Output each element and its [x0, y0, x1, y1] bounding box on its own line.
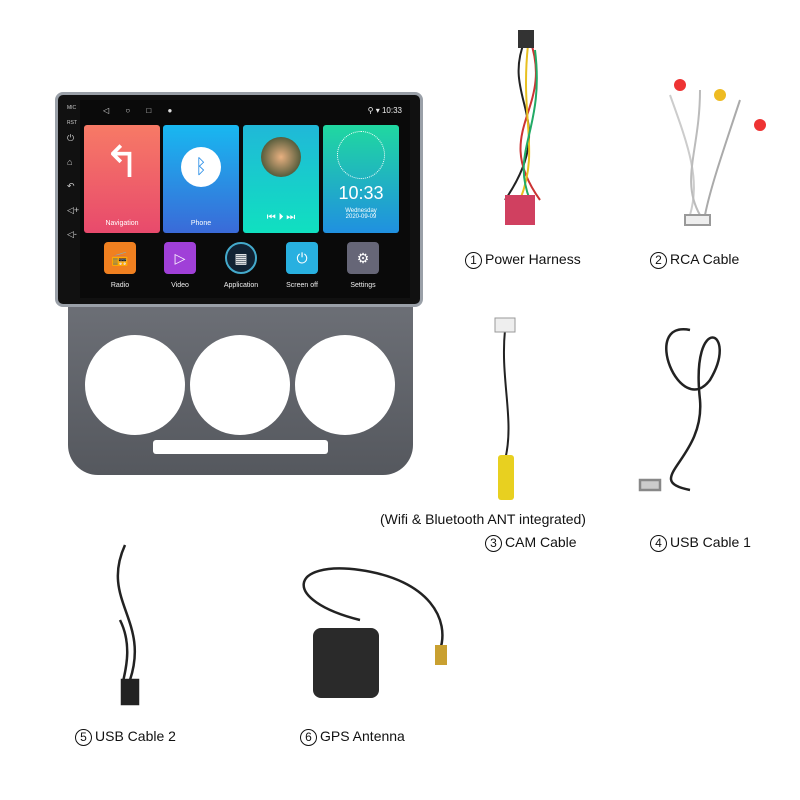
- panel-slot: [153, 440, 328, 454]
- cam-cable-note: (Wifi & Bluetooth ANT integrated): [380, 511, 586, 527]
- mic-label: MIC: [67, 105, 77, 111]
- rst-label: RST: [67, 120, 77, 126]
- volume-up-icon[interactable]: ◁+: [67, 205, 80, 215]
- clock-date: 2020-09-09: [345, 214, 377, 220]
- app-label: Application: [223, 282, 259, 289]
- cam-cable-image: [494, 317, 516, 500]
- nav-bar-icons[interactable]: ◁ ○ □ ●: [103, 106, 173, 115]
- rca-cable-image: [669, 79, 766, 226]
- screen-off-icon[interactable]: ⏻: [286, 242, 318, 274]
- album-art: [261, 137, 301, 177]
- application-icon[interactable]: ▦: [225, 242, 257, 274]
- playback-controls[interactable]: ⏮ ⏵ ⏭: [266, 212, 296, 223]
- tile-phone[interactable]: ᛒ Phone: [163, 125, 239, 233]
- vent-hole: [295, 335, 395, 435]
- radio-icon[interactable]: 📻: [104, 242, 136, 274]
- tile-navigation[interactable]: ↰ Navigation: [84, 125, 160, 233]
- power-harness-image: [504, 30, 541, 225]
- status-time: 10:33: [381, 106, 402, 115]
- tile-label: Navigation: [105, 220, 139, 227]
- tile-music[interactable]: ⏮ ⏵ ⏭: [243, 125, 319, 233]
- volume-down-icon[interactable]: ◁-: [67, 229, 77, 239]
- app-label: Screen off: [286, 282, 318, 289]
- settings-icon[interactable]: ⚙: [347, 242, 379, 274]
- location-wifi-icon: ⚲ ▾: [367, 106, 382, 115]
- back-icon[interactable]: ↶: [67, 181, 75, 191]
- tile-label: Phone: [190, 220, 212, 227]
- power-icon[interactable]: ⏻: [67, 133, 75, 143]
- usb-cable-2-image: [116, 544, 140, 706]
- gps-antenna-image: [302, 567, 447, 698]
- dash-panel: [68, 290, 413, 475]
- app-label: Settings: [350, 282, 376, 289]
- home-icon[interactable]: ⌂: [67, 157, 73, 167]
- usb-cable-1-image: [638, 328, 721, 492]
- vent-hole: [190, 335, 290, 435]
- bluetooth-icon: ᛒ: [181, 147, 221, 187]
- clock-day: Wednesday: [345, 208, 377, 214]
- app-label: Video: [171, 282, 189, 289]
- app-label: Radio: [110, 282, 130, 289]
- vent-hole: [85, 335, 185, 435]
- video-icon[interactable]: ▷: [164, 242, 196, 274]
- tile-clock[interactable]: 10:33 Wednesday 2020-09-09: [323, 125, 399, 233]
- analog-clock: [337, 131, 385, 179]
- route-icon: ↰: [103, 138, 141, 187]
- clock-time: 10:33: [338, 183, 384, 203]
